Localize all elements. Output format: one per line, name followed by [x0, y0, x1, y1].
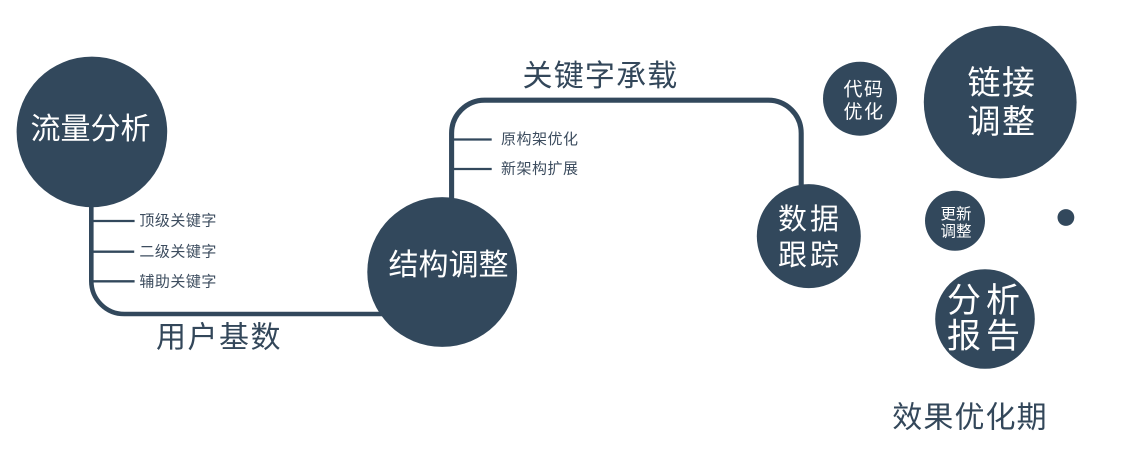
svg-text:更新: 更新 [940, 205, 971, 223]
svg-text:辅助关键字: 辅助关键字 [139, 274, 217, 291]
svg-text:数据: 数据 [778, 203, 842, 236]
svg-text:链接: 链接 [968, 64, 1037, 101]
svg-text:分析: 分析 [947, 282, 1025, 320]
svg-text:跟踪: 跟踪 [778, 239, 842, 272]
svg-text:结构调整: 结构调整 [389, 249, 509, 282]
svg-text:二级关键字: 二级关键字 [139, 244, 217, 261]
svg-text:新架构扩展: 新架构扩展 [501, 161, 579, 178]
svg-text:调整: 调整 [940, 223, 971, 241]
svg-text:顶级关键字: 顶级关键字 [139, 213, 217, 230]
svg-text:调整: 调整 [968, 103, 1037, 140]
svg-text:优化: 优化 [843, 101, 884, 123]
svg-text:关键字承载: 关键字承载 [523, 60, 679, 93]
svg-text:效果优化期: 效果优化期 [892, 402, 1048, 435]
svg-text:报告: 报告 [947, 318, 1025, 356]
svg-text:原构架优化: 原构架优化 [501, 131, 579, 148]
svg-text:用户基数: 用户基数 [156, 322, 282, 355]
svg-text:流量分析: 流量分析 [31, 113, 151, 146]
svg-text:代码: 代码 [843, 79, 884, 101]
